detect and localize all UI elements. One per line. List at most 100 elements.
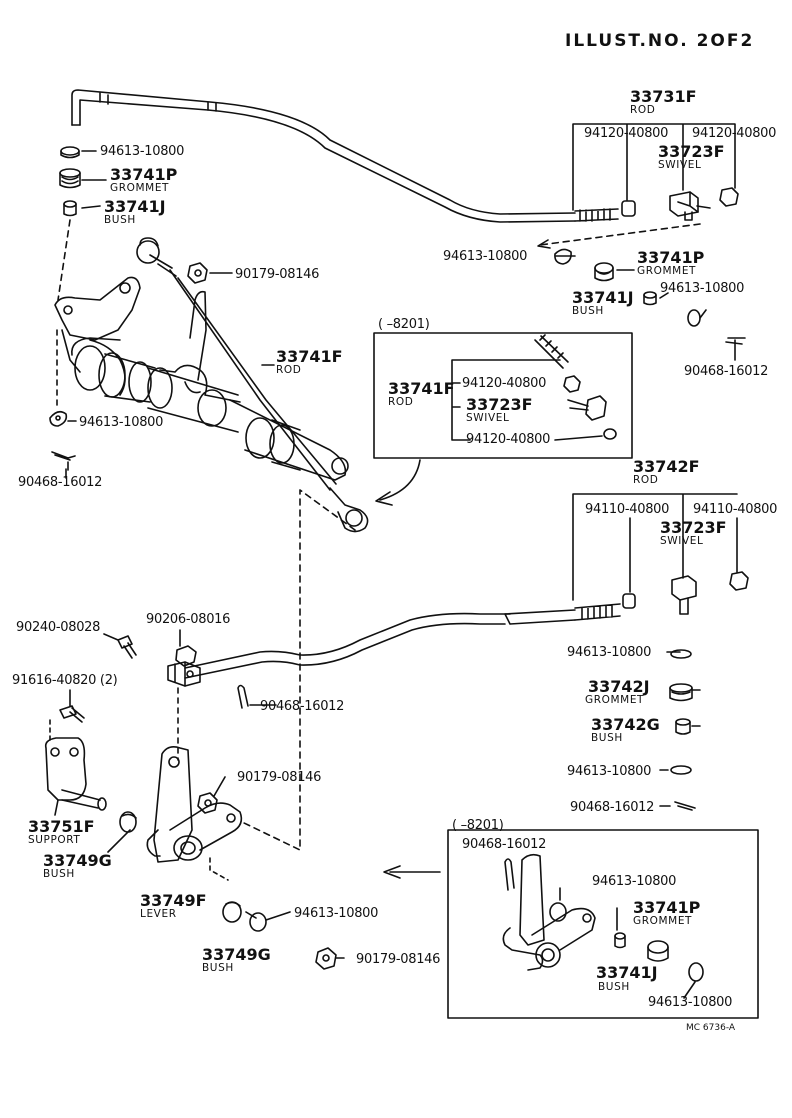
washer-icon [249,912,267,932]
label-94613-10800-f: 94613-10800 [567,764,651,779]
assembly-arrow [539,223,701,246]
upper-rod-33731F [71,89,636,223]
cotter-pin-icon [504,858,515,891]
label-bush-right: BUSH [572,305,604,317]
bush-icon [119,811,137,833]
label-swivel-upper: SWIVEL [658,159,701,171]
label-33741J-right: 33741J [572,288,634,307]
drawing-code: MC 6736-A [686,1023,736,1033]
washer-icon [49,410,68,427]
label-90179-08146-b: 90179-08146 [237,770,321,785]
label-33742J: 33742J [588,677,650,696]
label-box2-33741P: 33741P [633,898,701,917]
washer-icon [670,649,692,659]
label-33742F: 33742F [633,457,700,476]
label-33723F-upper: 33723F [658,142,725,161]
label-box1-33741F: 33741F [388,379,455,398]
grommet-icon [59,168,81,189]
label-90468-16012-c: 90468-16012 [570,800,654,815]
label-box1-rod: ROD [388,396,413,408]
label-94110-40800-a: 94110-40800 [585,502,669,517]
label-grommet-lower: GROMMET [585,694,644,706]
variant-box-upper [373,332,633,459]
cotter-pin-icon [51,451,76,461]
label-box2-90468: 90468-16012 [462,837,546,852]
label-33723F-lower: 33723F [660,518,727,537]
washer-icon [554,248,572,265]
label-94613-10800-b: 94613-10800 [79,415,163,430]
label-94613-10800-c: 94613-10800 [443,249,527,264]
assembly-arrow [379,459,421,501]
washer-icon [670,765,692,775]
label-box2-33741J: 33741J [596,963,658,982]
label-support: SUPPORT [28,834,80,846]
label-90468-16012-a: 90468-16012 [18,475,102,490]
label-33741P: 33741P [110,165,178,184]
label-bush-lower: BUSH [591,732,623,744]
illustration-number: ILLUST.NO. 2OF2 [565,31,754,51]
label-90179-08146-c: 90179-08146 [356,952,440,967]
washer-icon [687,309,701,327]
label-bush-33749G-b: BUSH [202,962,234,974]
label-box2-94613-a: 94613-10800 [592,874,676,889]
swivel-icon [567,395,607,421]
label-33749G-b: 33749G [202,945,271,964]
washer-icon [60,146,80,156]
cotter-pin-icon [237,684,249,709]
master-cylinder-assembly [54,276,349,481]
cotter-pin-icon [725,337,746,345]
bush-icon [63,200,77,217]
bush-icon [222,901,242,923]
label-33731F: 33731F [630,87,697,106]
label-33741J: 33741J [104,197,166,216]
label-box1-swivel: SWIVEL [466,412,509,424]
label-box1-94120-a: 94120-40800 [462,376,546,391]
label-94613-10800-e: 94613-10800 [567,645,651,660]
label-90179-08146-a: 90179-08146 [235,267,319,282]
label-swivel-lower: SWIVEL [660,535,703,547]
label-90468-16012-d: 90468-16012 [260,699,344,714]
grommet-icon [647,940,669,962]
nut-icon [175,645,197,667]
washer-icon [549,902,567,922]
label-box1-94120-b: 94120-40800 [466,432,550,447]
label-33742G: 33742G [591,715,660,734]
bush-icon [643,291,657,306]
label-33749F: 33749F [140,891,207,910]
label-rod: ROD [276,364,301,376]
label-rod-lower: ROD [633,474,658,486]
label-94120-40800-b: 94120-40800 [692,126,776,141]
label-box2-grommet: GROMMET [633,915,692,927]
bolt-icon [117,635,137,659]
label-94613-10800-d: 94613-10800 [660,281,744,296]
label-33741F: 33741F [276,347,343,366]
variant-box-lower [447,829,759,1019]
lever-variant [502,853,596,971]
support-bracket-33751F [44,737,107,811]
label-bush-33749G-a: BUSH [43,868,75,880]
nut-icon [729,571,749,591]
label-90206-08016: 90206-08016 [146,612,230,627]
label-94613-10800-g: 94613-10800 [294,906,378,921]
label-lever: LEVER [140,908,177,920]
label-94110-40800-b: 94110-40800 [693,502,777,517]
label-grommet: GROMMET [110,182,169,194]
label-90240-08028: 90240-08028 [16,620,100,635]
label-rod-upper: ROD [630,104,655,116]
bush-icon [614,932,626,949]
bolt-icon [534,334,569,369]
label-box2-header: ( –8201) [452,818,503,833]
bolt-icon [59,705,85,723]
label-box2-bush: BUSH [598,981,630,993]
lever-33749F [146,746,243,863]
label-box1-header: ( –8201) [378,317,429,332]
label-33751F: 33751F [28,817,95,836]
nut-icon [197,792,218,814]
label-90468-16012-b: 90468-16012 [684,364,768,379]
washer-icon [688,962,704,982]
rod-33741F [136,237,369,533]
label-94613-10800-a: 94613-10800 [100,144,184,159]
grommet-icon [594,262,614,282]
swivel-icon [669,191,711,221]
